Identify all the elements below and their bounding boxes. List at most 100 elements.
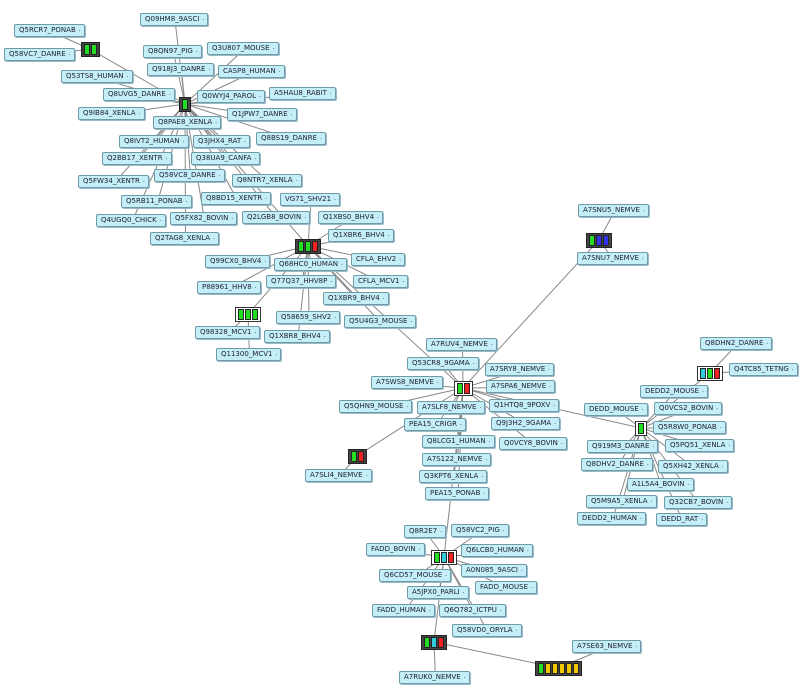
protein-node-label[interactable]: Q58VC2_PIG xyxy=(451,524,509,537)
protein-node-label[interactable]: FADD_BOVIN xyxy=(366,543,425,556)
protein-node-label[interactable]: P88961_HHV8 xyxy=(197,281,261,294)
protein-node-label[interactable]: FADD_MOUSE xyxy=(475,581,537,594)
protein-node-label[interactable]: Q919M3_DANRE xyxy=(587,440,659,453)
protein-node-label[interactable]: Q5RCR7_PONAB xyxy=(14,24,85,37)
protein-node-label[interactable]: A7SWS8_NEMVE xyxy=(371,376,443,389)
protein-complex-node[interactable] xyxy=(431,549,457,565)
protein-node-label[interactable]: Q9IB84_XENLA xyxy=(78,107,145,120)
protein-node-label[interactable]: A7RUK0_NEMVE xyxy=(399,671,470,684)
protein-node-label[interactable]: Q8IVT2_HUMAN xyxy=(119,135,189,148)
protein-node-label[interactable]: Q38UA9_CANFA xyxy=(191,152,261,165)
protein-node-label[interactable]: Q2TAG8_XENLA xyxy=(150,232,220,245)
protein-complex-node[interactable] xyxy=(80,41,100,57)
protein-node-label[interactable]: Q5M9A5_XENLA xyxy=(586,495,657,508)
protein-node-label[interactable]: Q3U807_MOUSE xyxy=(207,42,279,55)
protein-complex-node[interactable] xyxy=(179,96,191,112)
protein-node-label[interactable]: A0N085_9ASCI xyxy=(461,564,527,577)
protein-node-label[interactable]: Q4UGQ0_CHICK xyxy=(96,214,166,227)
protein-node-label[interactable]: Q68HC0_HUMAN xyxy=(274,258,347,271)
protein-node-label[interactable]: Q1XBR6_BHV4 xyxy=(328,229,394,242)
protein-node-label[interactable]: Q1XBR9_BHV4 xyxy=(323,292,389,305)
protein-node-label[interactable]: Q5U4G3_MOUSE xyxy=(344,315,417,328)
protein-node-label[interactable]: Q9J3H2_9GAMA xyxy=(491,417,561,430)
protein-node-label[interactable]: DEDD2_MOUSE xyxy=(640,385,709,398)
protein-node-label[interactable]: Q5RB11_PONAB xyxy=(121,195,192,208)
protein-complex-node[interactable] xyxy=(421,634,447,650)
protein-node-label[interactable]: Q77Q37_HHV8P xyxy=(266,275,337,288)
protein-node-label[interactable]: Q6LCB0_HUMAN xyxy=(461,544,533,557)
protein-node-label[interactable]: Q3JHX4_RAT xyxy=(193,135,251,148)
protein-node-label[interactable]: Q8BD15_XENTR xyxy=(201,192,272,205)
protein-node-label[interactable]: Q4TC85_TETNG xyxy=(729,363,798,376)
protein-node-label[interactable]: Q8QN97_PIG xyxy=(143,45,202,58)
protein-node-label[interactable]: Q8PAE8_XENLA xyxy=(153,116,222,129)
protein-node-label[interactable]: Q5FX82_BOVIN xyxy=(170,212,238,225)
protein-node-label[interactable]: Q8DHV2_DANRE xyxy=(581,458,653,471)
protein-node-label[interactable]: Q53CR8_9GAMA xyxy=(407,357,479,370)
protein-node-label[interactable]: PEA15_PONAB xyxy=(425,487,490,500)
protein-complex-node[interactable] xyxy=(453,380,473,396)
protein-node-label[interactable]: A7S122_NEMVE xyxy=(422,453,492,466)
protein-node-label[interactable]: A7SPA6_NEMVE xyxy=(486,380,556,393)
protein-node-label[interactable]: A7SNU7_NEMVE xyxy=(577,252,648,265)
protein-node-label[interactable]: A5HAU8_RABIT xyxy=(269,87,336,100)
protein-node-label[interactable]: Q5FW34_XENTR xyxy=(78,175,149,188)
protein-node-label[interactable]: DEDD2_HUMAN xyxy=(577,512,646,525)
protein-complex-node[interactable] xyxy=(534,660,582,676)
protein-node-label[interactable]: PEA15_CRIGR xyxy=(404,418,466,431)
protein-complex-node[interactable] xyxy=(347,448,367,464)
protein-node-label[interactable]: CASP8_HUMAN xyxy=(218,65,285,78)
protein-node-label[interactable]: Q918J3_DANRE xyxy=(147,63,215,76)
protein-node-label[interactable]: A7SLF8_NEMVE xyxy=(417,401,486,414)
protein-node-label[interactable]: Q8DHN2_DANRE xyxy=(700,337,773,350)
protein-node-label[interactable]: Q8BS19_DANRE xyxy=(256,132,327,145)
protein-node-label[interactable]: FADD_HUMAN xyxy=(372,604,435,617)
protein-node-label[interactable]: Q8LCG1_HUMAN xyxy=(422,435,495,448)
protein-node-label[interactable]: Q5XH42_XENLA xyxy=(658,460,728,473)
protein-node-label[interactable]: Q58VC8_DANRE xyxy=(154,169,225,182)
protein-node-label[interactable]: Q8R2E7 xyxy=(404,525,447,538)
protein-node-label[interactable]: A7SE63_NEMVE xyxy=(572,640,642,653)
protein-node-label[interactable]: Q0WYJ4_PAROL xyxy=(197,90,266,103)
protein-node-label[interactable]: A7SRY8_NEMVE xyxy=(485,363,555,376)
protein-node-label[interactable]: Q6Q782_ICTPU xyxy=(439,604,506,617)
protein-node-label[interactable]: Q58VC7_DANRE xyxy=(4,48,75,61)
protein-complex-node[interactable] xyxy=(235,306,261,322)
protein-node-label[interactable]: DEDD_MOUSE xyxy=(584,403,648,416)
protein-node-label[interactable]: Q1HTQ8_9POXV xyxy=(489,399,560,412)
protein-complex-node[interactable] xyxy=(635,420,647,436)
protein-complex-node[interactable] xyxy=(295,238,321,254)
protein-node-label[interactable]: Q32CB7_BOVIN xyxy=(664,496,733,509)
protein-node-label[interactable]: Q1JPW7_DANRE xyxy=(227,108,297,121)
protein-node-label[interactable]: A7SLI4_NEMVE xyxy=(305,469,372,482)
protein-node-label[interactable]: A7SNU5_NEMVE xyxy=(578,204,649,217)
protein-node-label[interactable]: Q2BB17_XENTR xyxy=(102,152,172,165)
protein-node-label[interactable]: Q6CD57_MOUSE xyxy=(379,569,452,582)
protein-node-label[interactable]: Q5R8W0_PONAB xyxy=(653,421,726,434)
protein-complex-node[interactable] xyxy=(586,232,612,248)
protein-node-label[interactable]: DEDD_RAT xyxy=(656,513,708,526)
protein-node-label[interactable]: Q2LGB8_BOVIN xyxy=(242,211,311,224)
protein-node-label[interactable]: Q5PQ51_XENLA xyxy=(665,439,735,452)
protein-node-label[interactable]: A1L5A4_BOVIN xyxy=(627,478,694,491)
protein-node-label[interactable]: Q1XBR8_BHV4 xyxy=(264,330,330,343)
protein-node-label[interactable]: VG71_SHV21 xyxy=(280,193,341,206)
protein-complex-node[interactable] xyxy=(697,365,723,381)
protein-node-label[interactable]: Q53TS8_HUMAN xyxy=(61,70,133,83)
protein-node-label[interactable]: Q58VD0_ORYLA xyxy=(452,624,522,637)
protein-node-label[interactable]: CFLA_MCV1 xyxy=(353,275,409,288)
protein-node-label[interactable]: A7RUV4_NEMVE xyxy=(426,338,497,351)
protein-node-label[interactable]: Q09HM8_9ASCI xyxy=(140,13,209,26)
protein-node-label[interactable]: Q0VCS2_BOVIN xyxy=(654,402,723,415)
protein-node-label[interactable]: Q8NTR7_XENLA xyxy=(232,174,302,187)
protein-node-label[interactable]: Q1XBS0_BHV4 xyxy=(318,211,384,224)
protein-node-label[interactable]: Q98328_MCV1 xyxy=(195,326,261,339)
protein-node-label[interactable]: Q99CX0_BHV4 xyxy=(205,255,271,268)
protein-node-label[interactable]: Q11300_MCV1 xyxy=(216,348,282,361)
protein-node-label[interactable]: A5JPX0_PARLI xyxy=(407,586,469,599)
protein-node-label[interactable]: Q5QHN9_MOUSE xyxy=(339,400,413,413)
protein-node-label[interactable]: Q58659_SHV2 xyxy=(276,311,341,324)
protein-node-label[interactable]: Q0VCY8_BOVIN xyxy=(499,437,567,450)
protein-node-label[interactable]: Q8UVG5_DANRE xyxy=(103,88,175,101)
